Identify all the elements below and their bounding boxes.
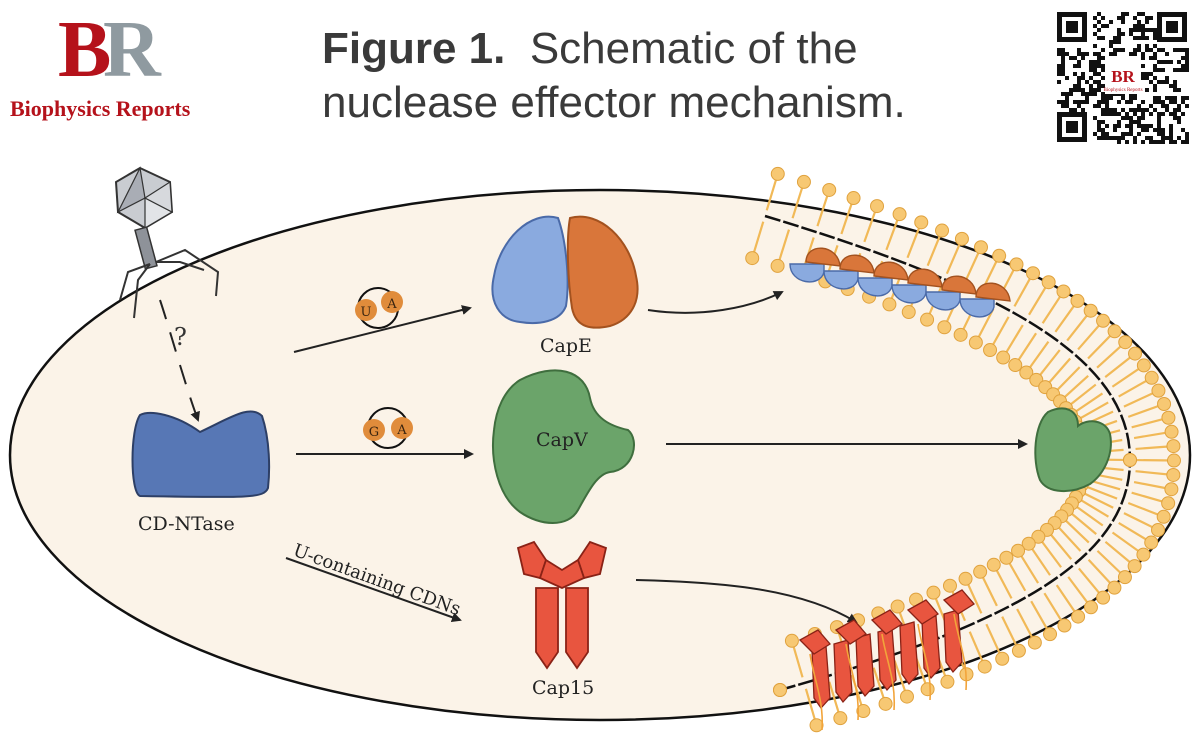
arrow-to-cape bbox=[293, 305, 472, 353]
qr-code[interactable]: BR Biophysics Reports bbox=[1055, 10, 1189, 144]
unknown-trigger-mark: ? bbox=[174, 323, 187, 351]
bacteriophage bbox=[114, 166, 220, 319]
figure-number: Figure 1. bbox=[322, 24, 506, 73]
nucleotide-g: G bbox=[369, 425, 379, 440]
nucleotide-u: U bbox=[361, 305, 372, 320]
cyclic-dinucleotide-ga: G A bbox=[363, 407, 413, 449]
cap15-protein bbox=[516, 540, 608, 670]
figure-title-line1: Schematic of the bbox=[529, 24, 858, 73]
cdntase-label: CD-NTase bbox=[138, 513, 235, 535]
phage-to-cdntase-dashed-arrow bbox=[159, 299, 200, 422]
capv-protein bbox=[492, 369, 635, 524]
nucleotide-a: A bbox=[386, 297, 397, 312]
logo-initial-r: R bbox=[103, 6, 161, 94]
cdntase-protein bbox=[131, 410, 271, 499]
figure-title: Figure 1. Schematic of the nuclease effe… bbox=[322, 22, 1022, 130]
cap15-label: Cap15 bbox=[532, 677, 594, 699]
cap15-membrane-assembly bbox=[798, 589, 975, 731]
cape-membrane-assembly bbox=[789, 247, 1011, 318]
qr-logo-initials: BR bbox=[1111, 67, 1135, 86]
figure-title-line2: nuclease effector mechanism. bbox=[322, 78, 906, 127]
capv-membrane-bound bbox=[1034, 407, 1112, 492]
cape-protein bbox=[491, 215, 639, 329]
arrow-to-cap15 bbox=[285, 557, 462, 623]
qr-caption: Biophysics Reports bbox=[1103, 88, 1142, 93]
logo-initial-b: B bbox=[58, 6, 111, 94]
capv-label: CapV bbox=[536, 429, 588, 451]
journal-logo: B R Biophysics Reports bbox=[8, 6, 208, 127]
cape-label: CapE bbox=[540, 335, 592, 357]
arrow-cap15-to-membrane bbox=[635, 579, 858, 624]
cyclic-dinucleotide-ua: U A bbox=[355, 287, 403, 329]
journal-name: Biophysics Reports bbox=[10, 96, 191, 121]
arrow-cape-to-membrane bbox=[647, 291, 784, 314]
nucleotide-a2: A bbox=[396, 423, 407, 438]
